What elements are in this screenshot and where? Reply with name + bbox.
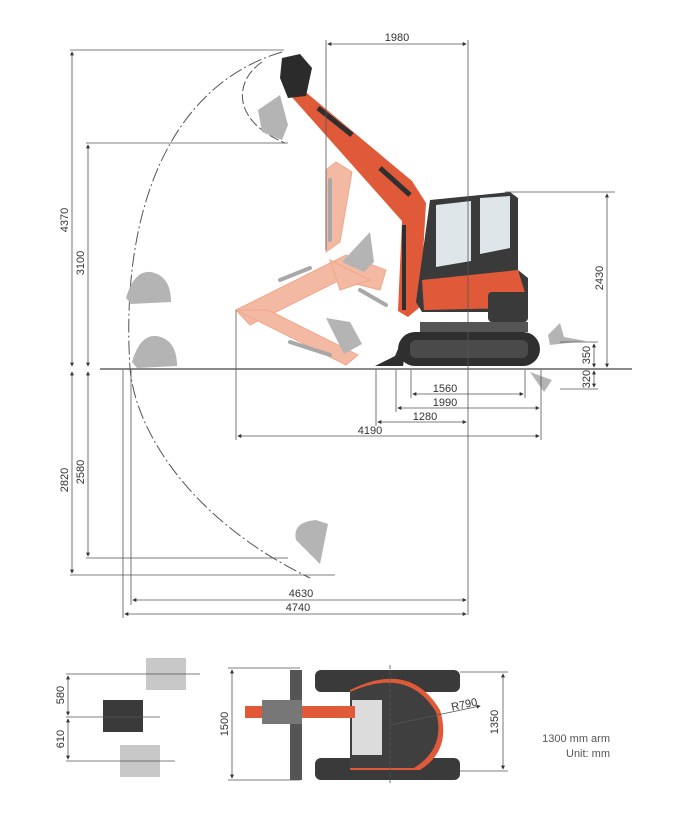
arm-note: 1300 mm arm <box>542 733 610 745</box>
bucket-raised <box>280 54 312 98</box>
dim-label-1980: 1980 <box>385 32 409 44</box>
dim-label-1350: 1350 <box>489 710 501 734</box>
blade-top <box>290 670 302 780</box>
dim-label-1990: 1990 <box>433 397 457 409</box>
dim-label-4370: 4370 <box>59 208 71 232</box>
top-dimension-lines <box>228 665 508 785</box>
ghost-arm-positions <box>235 161 387 366</box>
ghost-buckets <box>126 95 586 564</box>
side-view: 4370 3100 1980 2430 350 320 1560 1990 12… <box>59 32 632 618</box>
ghost-cylinders <box>278 178 388 357</box>
dim-label-4630: 4630 <box>289 588 313 600</box>
boom-swing-blocks <box>103 658 186 777</box>
digging-envelope-curve <box>128 51 311 579</box>
boom-arm <box>280 54 426 317</box>
dim-label-2820: 2820 <box>59 468 71 492</box>
notes: 1300 mm arm Unit: mm <box>520 732 610 762</box>
top-view: 580 610 1500 1350 R790 <box>55 658 508 785</box>
bucket-arc <box>241 61 286 144</box>
blade <box>375 342 407 366</box>
dim-label-2580: 2580 <box>75 460 87 484</box>
dim-label-r790: R790 <box>450 696 478 713</box>
excavator-body <box>375 192 540 366</box>
dim-label-1280: 1280 <box>413 411 437 423</box>
dim-label-4190: 4190 <box>358 425 382 437</box>
dim-label-350: 350 <box>581 346 593 364</box>
dim-label-3100: 3100 <box>75 251 87 275</box>
dim-label-1560: 1560 <box>433 383 457 395</box>
dim-label-2430: 2430 <box>594 266 606 290</box>
dim-label-1500: 1500 <box>219 712 231 736</box>
dim-label-610: 610 <box>55 730 67 748</box>
ghost-small-buckets <box>326 232 374 354</box>
dim-label-320: 320 <box>581 370 593 388</box>
top-view-machine <box>245 670 460 780</box>
dim-label-580: 580 <box>55 686 67 704</box>
swing-dimension-lines <box>66 673 200 762</box>
side-dimension-lines <box>70 40 615 618</box>
unit-note: Unit: mm <box>566 748 610 760</box>
dim-label-4740: 4740 <box>286 602 310 614</box>
